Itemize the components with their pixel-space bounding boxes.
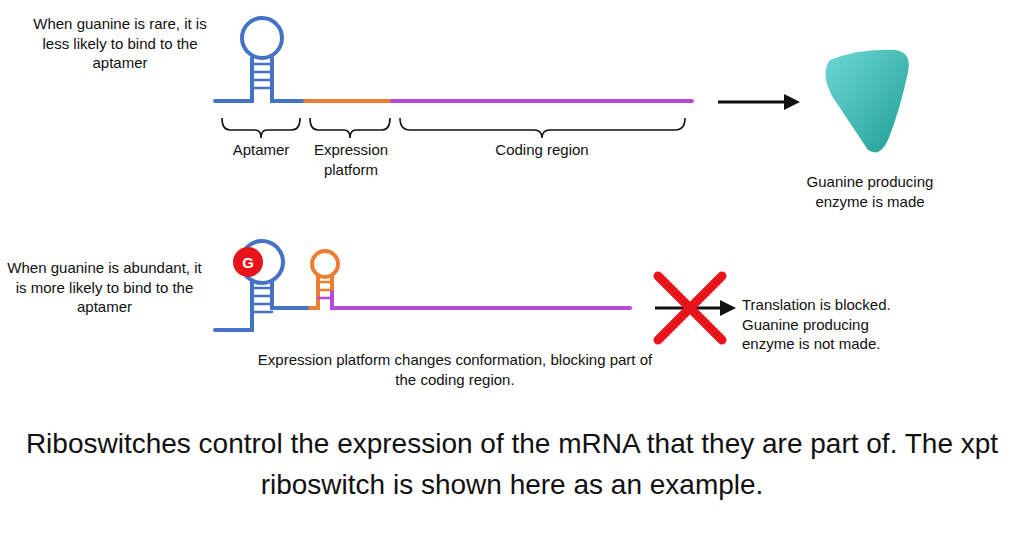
aptamer-strand <box>215 58 305 101</box>
base-pairs <box>252 64 272 88</box>
coding-region-strand <box>392 99 692 103</box>
aptamer-loop <box>242 18 282 58</box>
label-box: When guanine is abundant, it is more lik… <box>2 258 207 317</box>
base-pairs <box>252 288 272 312</box>
label-box: Translation is blocked. Guanine producin… <box>742 295 902 354</box>
label-box: Expression platform <box>310 140 392 179</box>
base-pairs <box>318 282 332 290</box>
annotation-text: When guanine is abundant, it is more lik… <box>2 258 207 317</box>
annotation-text: Coding region <box>462 140 622 160</box>
label-box: Guanine producing enzyme is made <box>780 172 960 211</box>
enzyme-shape <box>825 50 908 153</box>
figure-caption: Riboswitches control the expression of t… <box>12 424 1012 505</box>
annotation-text: Expression platform <box>310 140 392 179</box>
expression-platform-loop <box>312 251 338 277</box>
label-box: Coding region <box>462 140 622 160</box>
aptamer-strand <box>215 282 310 330</box>
annotation-text: Expression platform changes conformation… <box>255 350 655 389</box>
arrow-head <box>720 300 736 316</box>
guanine-circle: G <box>233 247 263 277</box>
bracket <box>400 118 685 138</box>
arrow-head <box>784 94 800 110</box>
base-pairs <box>318 297 332 300</box>
bracket <box>310 118 390 138</box>
annotation-text: Translation is blocked. Guanine producin… <box>742 295 902 354</box>
annotation-text: When guanine is rare, it is less likely … <box>20 14 220 73</box>
annotation-text: Aptamer <box>221 140 301 160</box>
arrow-shaft <box>718 101 790 104</box>
bracket <box>222 118 300 138</box>
caption-box: Riboswitches control the expression of t… <box>12 424 1012 505</box>
label-box: Aptamer <box>221 140 301 160</box>
label-box: When guanine is rare, it is less likely … <box>20 14 220 73</box>
block-cross <box>658 276 722 340</box>
annotation-text: Guanine producing enzyme is made <box>780 172 960 211</box>
expression-platform-strand <box>310 276 332 308</box>
label-box: Expression platform changes conformation… <box>255 350 655 389</box>
coding-region-strand <box>332 292 630 308</box>
expression-platform-strand <box>305 99 392 103</box>
molecule-label: G <box>242 254 254 271</box>
